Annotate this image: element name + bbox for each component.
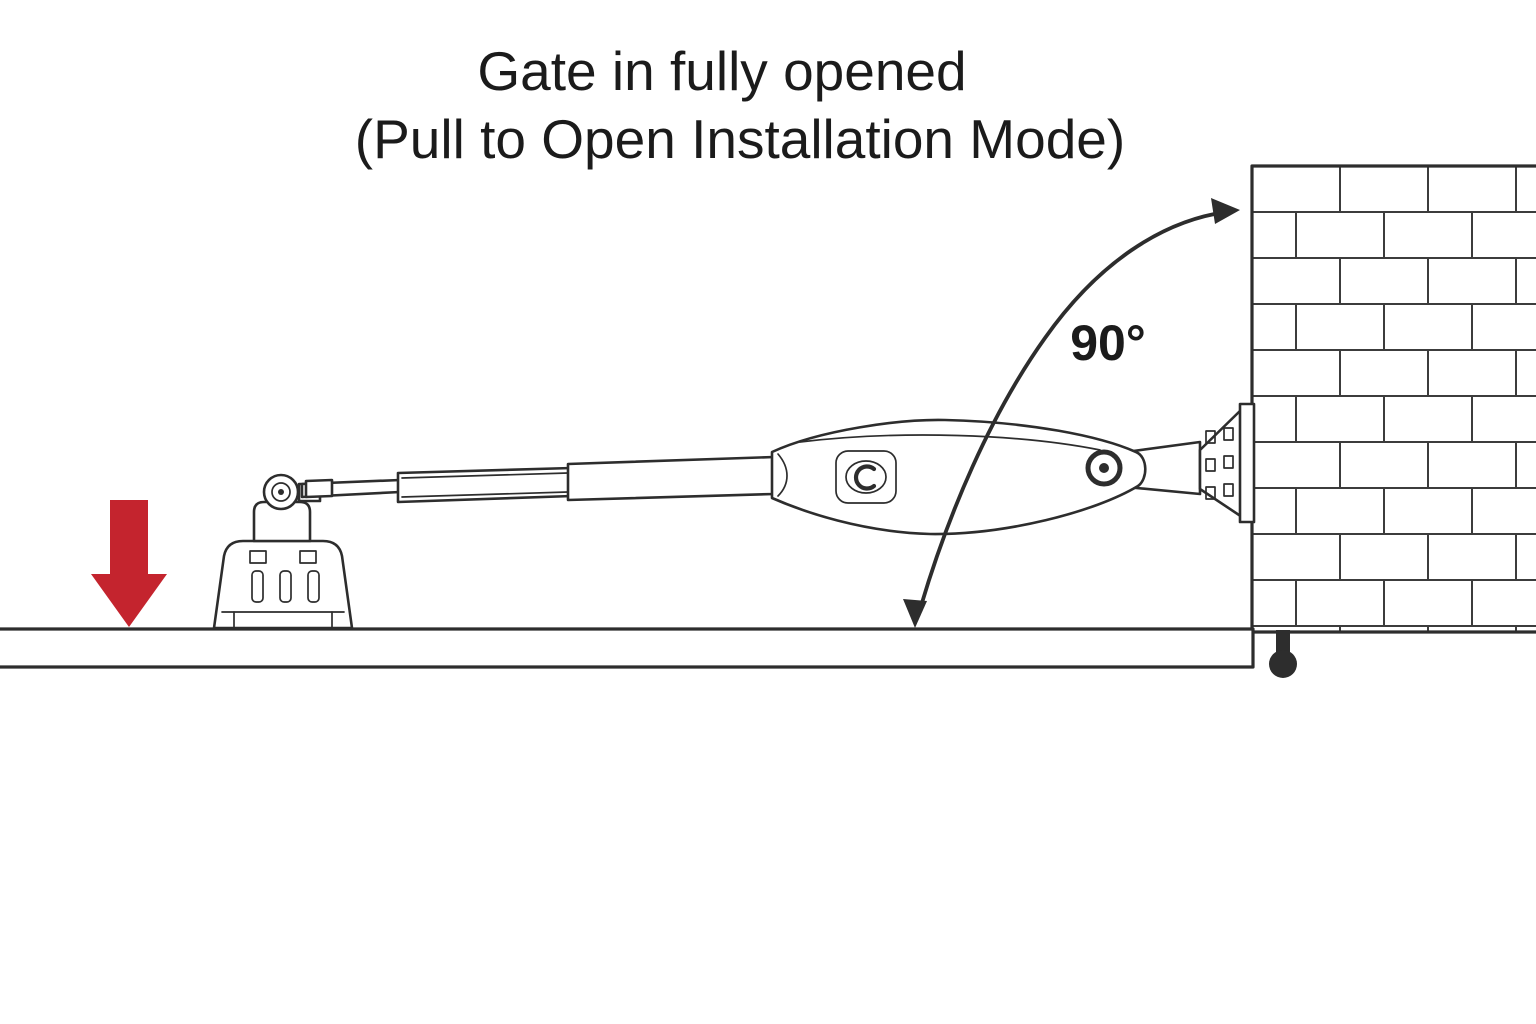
- bracket-slot-3: [307, 570, 320, 603]
- rear-pivot-center: [1099, 463, 1109, 473]
- bracket-slot-1: [251, 570, 264, 603]
- logo-frame: [835, 450, 897, 504]
- actuator-tube-outer: [566, 455, 776, 502]
- wall-bolt-3: [1205, 458, 1216, 472]
- gate-wheel: [1269, 630, 1297, 678]
- rod-collar: [304, 478, 334, 499]
- wheel-icon: [1269, 650, 1297, 678]
- logo-oval: [845, 460, 887, 494]
- bracket-slot-2: [279, 570, 292, 603]
- bracket-bolt-right: [299, 550, 317, 564]
- wall-bracket-plate: [1238, 402, 1256, 524]
- logo-c-mark: [853, 464, 877, 491]
- body-left-seam: [777, 453, 788, 497]
- wheel-stem: [1276, 630, 1290, 652]
- rotation-arc: [903, 198, 1240, 628]
- rotation-arc-path: [919, 210, 1228, 608]
- gate-rail-bar: [0, 627, 1255, 669]
- linear-actuator: [300, 402, 1256, 536]
- brick-wall-face: [1252, 166, 1536, 632]
- arrowhead-bottom-icon: [903, 599, 927, 628]
- title-line-2: (Pull to Open Installation Mode): [355, 108, 1125, 170]
- pivot-center: [278, 489, 284, 495]
- gate-rail: [0, 627, 1255, 669]
- wall-bolt-6: [1223, 483, 1234, 497]
- brick-wall: [1250, 164, 1536, 634]
- arrowhead-top-icon: [1211, 198, 1240, 224]
- down-arrow-icon: [91, 500, 167, 627]
- title-line-1: Gate in fully opened: [477, 40, 966, 102]
- wall-bolt-1: [1205, 430, 1216, 444]
- brand-logo-icon: [835, 450, 897, 504]
- bracket-bolt-left: [249, 550, 267, 564]
- gate-bracket-body: [212, 539, 354, 630]
- body-top-ridge: [799, 434, 1101, 451]
- brick-wall-outline: [1250, 164, 1536, 634]
- wall-bolt-2: [1223, 427, 1234, 441]
- tube-shade-bottom: [401, 491, 569, 498]
- wall-bolt-4: [1223, 455, 1234, 469]
- gate-mount-bracket: [212, 539, 354, 630]
- angle-label: 90°: [1070, 315, 1146, 371]
- actuator-motor-body: [770, 418, 1147, 536]
- pivot-ring-inner: [271, 482, 291, 502]
- wall-bolt-5: [1205, 486, 1216, 500]
- tube-shade-top: [401, 472, 569, 479]
